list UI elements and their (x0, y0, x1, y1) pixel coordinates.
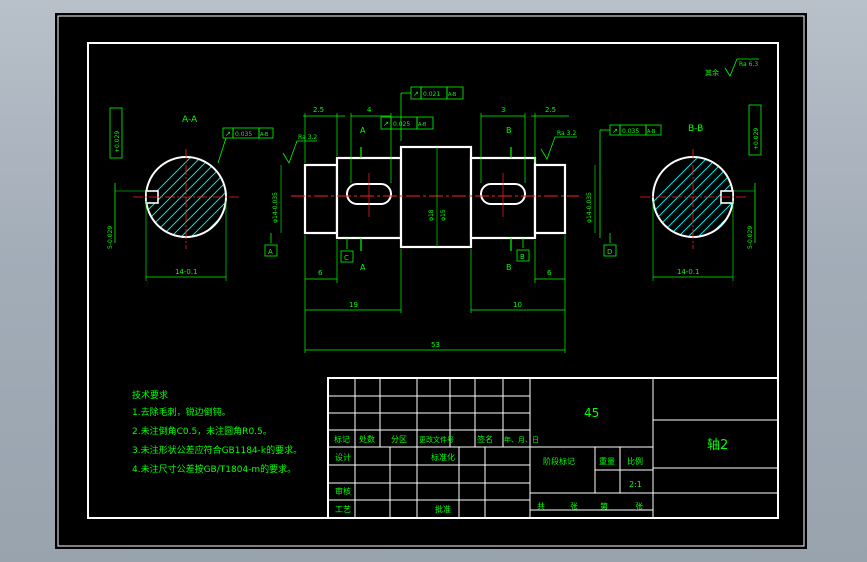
tech-item: 3.未注形状公差应符合GB1184-k的要求。 (132, 444, 302, 456)
section-bb-side-tol: +0.029 (753, 128, 760, 150)
dia-right: φ14-0.035 (586, 192, 593, 223)
datum-a: A (264, 233, 278, 257)
datum-c: C (340, 238, 354, 263)
dim-shoulder-right: 6 (547, 269, 552, 277)
tb-header: 分区 (391, 435, 407, 444)
gdt-arrow-icon: ↗ (225, 130, 231, 138)
section-aa-vert-dim: 5-0.029 (107, 226, 114, 249)
section-bb-key-dim: 14-0.1 (677, 268, 700, 276)
roughness-icon (282, 140, 317, 164)
tb-review: 审核 (335, 486, 351, 496)
section-bb-label: B-B (688, 124, 703, 134)
tb-part-name: 轴2 (707, 438, 728, 453)
shaft-left-journal (303, 163, 339, 235)
drawing-sheet: A-A ↗ 0.035 A-B 5-0.02 (55, 13, 807, 549)
tb-material: 45 (584, 406, 599, 420)
datum-b-label: B (520, 253, 525, 261)
tech-item: 4.未注尺寸公差按GB/T1804-m的要求。 (132, 463, 296, 475)
shaft-right-journal (533, 163, 567, 235)
dim-total-length: 53 (431, 341, 440, 349)
shaft-collar (399, 145, 473, 249)
tb-header: 标记 (334, 434, 350, 444)
gdt-value: 0.025 (393, 121, 410, 128)
outer-border (57, 15, 805, 547)
corner-roughness-value: Ra 6.3 (739, 61, 758, 68)
dia-mid: φ18 (428, 209, 435, 221)
tech-item: 2.未注倒角C0.5，未注圆角R0.5。 (132, 425, 272, 437)
tb-header: 更改文件号 (419, 435, 454, 444)
section-bb-runout: 0.035 (622, 128, 639, 135)
section-aa-runout: 0.035 (235, 131, 252, 138)
title-block: 标记 处数 分区 更改文件号 签名 年、月、日 设计 标准化 审核 工艺 批准 … (327, 377, 779, 519)
tb-scale: 比例 (627, 456, 643, 466)
tech-title: 技术要求 (132, 389, 168, 401)
datum-d: D (603, 233, 617, 257)
section-bb-view: B-B 5-0.029 +0.029 14-0.1 ↗ (599, 104, 762, 281)
datum-d-label: D (607, 248, 612, 256)
roughness-right-label: Ra 3.2 (557, 130, 576, 137)
roughness-icon (724, 58, 759, 77)
tb-approve: 批准 (435, 504, 451, 514)
datum-a-label: A (268, 248, 273, 256)
section-aa-side-tol: +0.029 (114, 131, 121, 153)
tb-total: 共 (537, 502, 545, 511)
dim-left-length: 19 (349, 301, 358, 309)
tech-item: 1.去除毛刺，锐边倒钝。 (132, 406, 231, 418)
tb-design: 设计 (335, 452, 351, 462)
section-aa-hatch (146, 157, 226, 237)
gdt-arrow-icon: ↗ (383, 120, 389, 128)
dim-chamfer: 2.5 (313, 106, 324, 114)
roughness-left-label: Ra 3.2 (298, 134, 317, 141)
gdt-datum: A-B (448, 92, 457, 98)
section-mark-b-top: B (506, 126, 512, 135)
gdt-arrow-icon: ↗ (612, 127, 618, 135)
dim-key-a: 4 (367, 106, 372, 114)
tb-header: 签名 (477, 434, 493, 444)
dia-left: φ14-0.035 (272, 192, 279, 223)
dim-key-b: 3 (501, 106, 505, 114)
tb-page-sheet: 张 (635, 502, 643, 511)
roughness-icon (540, 136, 577, 160)
dia-mid2: φ15 (440, 209, 447, 221)
section-bb-vert-dim: 5-0.029 (747, 226, 754, 249)
roughness-left: Ra 3.2 (282, 134, 317, 164)
section-aa-key-dim: 14-0.1 (175, 268, 198, 276)
datum-c-label: C (344, 254, 349, 262)
tb-process: 工艺 (335, 505, 351, 514)
gdt-frame-top: ↗ 0.021 A-B (400, 86, 464, 141)
section-bb-datum: A-B (647, 129, 656, 135)
section-aa-label: A-A (182, 115, 198, 125)
tb-header: 处数 (359, 434, 375, 444)
tb-sheet: 张 (570, 502, 578, 511)
roughness-right: Ra 3.2 (540, 130, 577, 160)
corner-roughness-prefix: 其余 (705, 68, 719, 77)
tb-standardize: 标准化 (431, 452, 455, 462)
drawing-canvas: A-A ↗ 0.035 A-B 5-0.02 (57, 15, 805, 547)
gdt-datum: A-B (418, 122, 427, 128)
dim-shoulder-left: 6 (318, 269, 323, 277)
shaft-main-view: A A B B 2.5 4 3 2.5 ↗ 0.021 A (264, 86, 617, 353)
gdt-frame-left: ↗ 0.025 A-B (380, 116, 434, 130)
dim-right-step: 2.5 (545, 106, 556, 114)
tb-header: 年、月、日 (504, 435, 539, 444)
tb-stage: 阶段标记 (543, 456, 575, 466)
section-mark-a-top: A (360, 126, 366, 135)
datum-b: B (516, 238, 530, 262)
section-aa-datum: A-B (260, 132, 269, 138)
section-mark-b-bottom: B (506, 263, 512, 272)
tb-scale-value: 2:1 (629, 480, 642, 489)
tb-page: 第 (600, 501, 608, 511)
tech-requirements: 技术要求 1.去除毛刺，锐边倒钝。 2.未注倒角C0.5，未注圆角R0.5。 3… (132, 389, 302, 475)
gdt-arrow-icon: ↗ (413, 90, 419, 98)
corner-roughness: 其余 Ra 6.3 (705, 58, 759, 77)
tb-weight: 重量 (599, 456, 615, 466)
section-mark-a-bottom: A (360, 263, 366, 272)
dim-right-length: 10 (513, 301, 522, 309)
section-bb-hatch (653, 157, 733, 237)
gdt-value: 0.021 (423, 91, 440, 98)
